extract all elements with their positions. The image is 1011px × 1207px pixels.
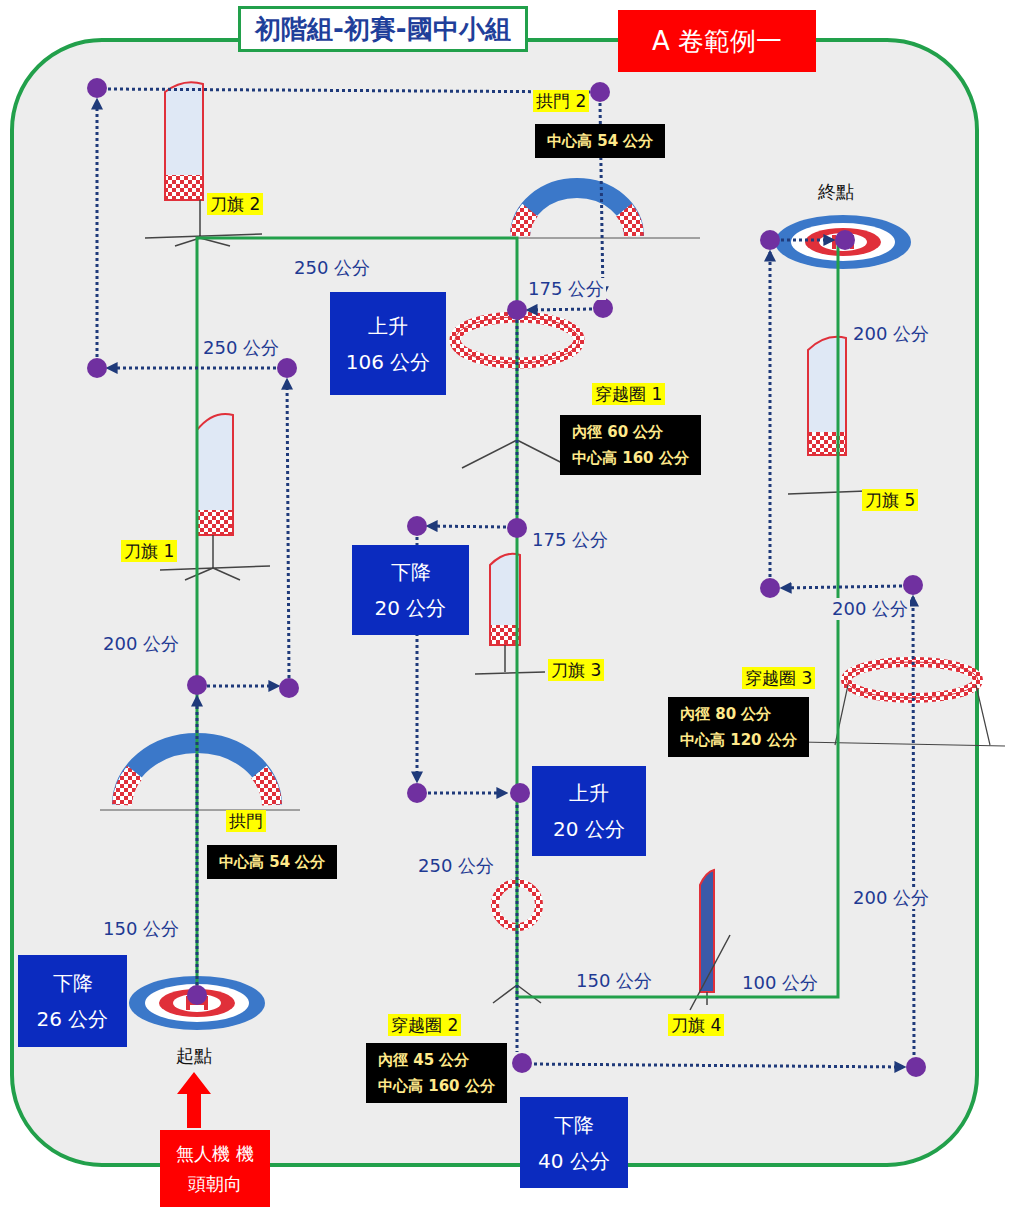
node-text: 內徑 45 公分 — [378, 1047, 495, 1073]
altitude-box: 上升106 公分 — [330, 292, 446, 395]
node-text: 40 公分 — [538, 1143, 610, 1179]
node-text: 26 公分 — [37, 1001, 109, 1037]
node-text: A 卷範例一 — [652, 24, 782, 59]
helipad-label: 終點 — [816, 180, 856, 204]
distance-label: 175 公分 — [530, 529, 610, 551]
node-text: 刀旗 3 — [551, 659, 601, 681]
helipad — [129, 215, 911, 1030]
title: 初階組-初賽-國中小組 — [238, 6, 528, 52]
node-text: 起點 — [176, 1044, 212, 1068]
node-text: 中心高 160 公分 — [378, 1073, 495, 1099]
waypoint-dot — [87, 78, 926, 1077]
node-text: 中心高 54 公分 — [219, 849, 325, 875]
obstacle-label: 刀旗 5 — [862, 489, 918, 511]
distance-label: 250 公分 — [201, 337, 281, 359]
sheet-tag: A 卷範例一 — [618, 10, 816, 72]
node-text: 下降 — [554, 1107, 594, 1143]
altitude-box: 上升20 公分 — [532, 766, 646, 856]
node-text: 刀旗 5 — [865, 489, 915, 511]
distance-label: 150 公分 — [574, 970, 654, 992]
altitude-box: 下降20 公分 — [352, 545, 469, 635]
obstacle-label: 刀旗 4 — [668, 1014, 724, 1036]
altitude-box: 下降40 公分 — [520, 1097, 628, 1188]
node-text: 上升 — [569, 775, 609, 811]
node-text: 中心高 160 公分 — [572, 445, 689, 471]
node-text: 中心高 54 公分 — [547, 128, 653, 154]
heading-note: 無人機 機頭朝向 — [160, 1130, 270, 1207]
distance-label: 250 公分 — [416, 855, 496, 877]
heading-arrow — [177, 1072, 211, 1128]
distance-label: 175 公分 — [526, 278, 606, 300]
obstacle-label: 刀旗 2 — [207, 193, 263, 215]
arch — [100, 188, 700, 810]
distance-label: 100 公分 — [740, 972, 820, 994]
course-border — [12, 40, 977, 1165]
node-text: 穿越圈 2 — [391, 1014, 458, 1036]
node-text: 中心高 120 公分 — [680, 727, 797, 753]
node-text: 拱門 2 — [536, 90, 586, 112]
obstacle-label: 刀旗 1 — [121, 540, 177, 562]
node-text: 下降 — [391, 554, 431, 590]
fly-through-ring — [455, 317, 1005, 1003]
node-text: 終點 — [818, 180, 854, 204]
node-text: 20 公分 — [375, 590, 447, 626]
spec-box: 中心高 54 公分 — [207, 845, 337, 879]
distance-label: 200 公分 — [851, 323, 931, 345]
helipad-label: 起點 — [174, 1044, 214, 1068]
obstacle-label: 拱門 2 — [533, 90, 589, 112]
node-text: 106 公分 — [346, 344, 431, 380]
node-text: 20 公分 — [553, 811, 625, 847]
distance-label: 200 公分 — [830, 598, 910, 620]
spec-box: 內徑 45 公分中心高 160 公分 — [366, 1043, 507, 1103]
distance-label: 200 公分 — [851, 887, 931, 909]
node-text: 穿越圈 1 — [595, 383, 662, 405]
distance-label: 200 公分 — [101, 633, 181, 655]
spec-box: 內徑 80 公分中心高 120 公分 — [668, 697, 809, 757]
node-text: 刀旗 1 — [124, 540, 174, 562]
node-text: 內徑 80 公分 — [680, 701, 797, 727]
blade-flag — [145, 82, 892, 1010]
node-text: 穿越圈 3 — [745, 667, 812, 689]
node-text: 刀旗 4 — [671, 1014, 721, 1036]
distance-label: 250 公分 — [292, 257, 372, 279]
obstacle-label: 穿越圈 3 — [742, 667, 815, 689]
obstacle-label: 穿越圈 2 — [388, 1014, 461, 1036]
obstacle-label: 穿越圈 1 — [592, 383, 665, 405]
node-text: 上升 — [368, 308, 408, 344]
node-text: 拱門 — [229, 810, 263, 832]
node-text: 下降 — [53, 965, 93, 1001]
spec-box: 內徑 60 公分中心高 160 公分 — [560, 415, 701, 475]
obstacle-label: 刀旗 3 — [548, 659, 604, 681]
dashed-route — [97, 89, 914, 1067]
spec-box: 中心高 54 公分 — [535, 124, 665, 158]
node-text: 刀旗 2 — [210, 193, 260, 215]
node-text: 無人機 機頭朝向 — [170, 1139, 260, 1199]
node-text: 內徑 60 公分 — [572, 419, 689, 445]
obstacle-label: 拱門 — [226, 810, 266, 832]
distance-label: 150 公分 — [101, 918, 181, 940]
altitude-box: 下降26 公分 — [18, 955, 127, 1047]
